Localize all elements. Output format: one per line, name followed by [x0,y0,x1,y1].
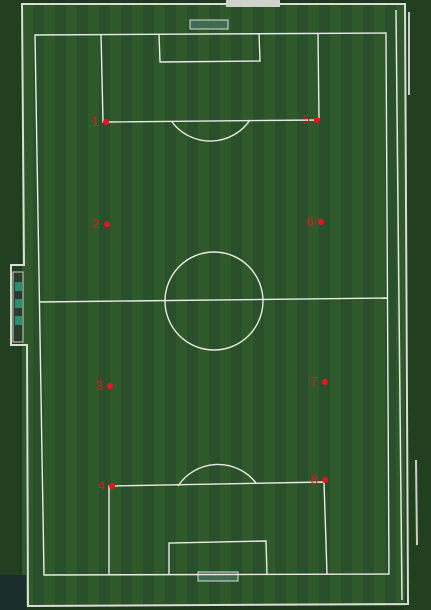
marker-label: 7 [310,374,318,389]
marker-dot [107,383,113,389]
marker-label: 6 [306,214,314,229]
top-goal [189,19,229,30]
marker-label: 3 [95,378,103,393]
right-side-line [395,9,403,601]
marker-label: 4 [97,478,105,493]
marker-label: 2 [92,216,100,231]
marker-dot [103,119,109,125]
perimeter-fence [10,3,410,608]
marker-dot [104,221,110,227]
building-top [226,0,280,7]
grass-field [22,4,405,606]
team-benches [12,271,24,343]
bottom-left-corner-shadow [0,575,26,610]
marker-label: 1 [91,114,99,129]
bottom-goal [197,571,239,582]
right-edge-marker-bottom [415,459,418,546]
marker-label: 8 [310,472,318,487]
marker-dot [318,219,324,225]
marker-dot [109,483,115,489]
pitch-markings [34,32,390,576]
marker-dot [322,477,328,483]
marker-dot [314,117,320,123]
marker-dot [322,379,328,385]
marker-label: 5 [302,112,310,127]
